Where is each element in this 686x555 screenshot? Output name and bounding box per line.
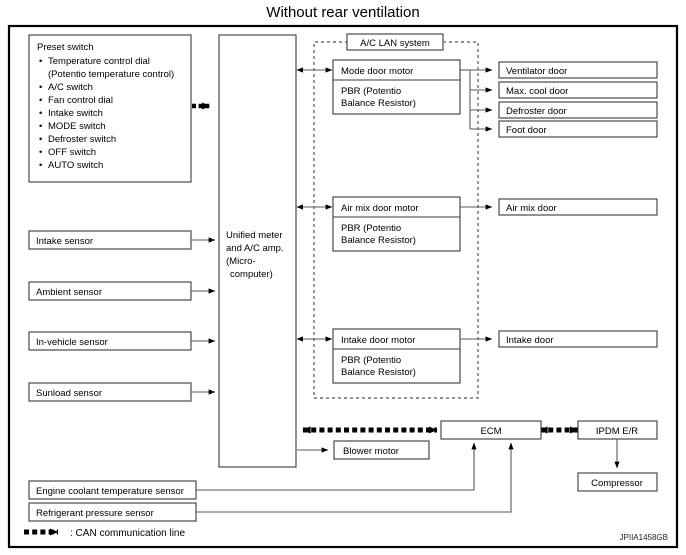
- unified-amp-line-3: (Micro-: [226, 256, 256, 267]
- ecm-box: [440, 420, 542, 440]
- preset-switch-item-8: AUTO switch: [48, 160, 103, 171]
- mode-door-motor-box: [332, 59, 461, 115]
- air-mix-door-motor-label: Air mix door motor: [341, 203, 419, 214]
- compressor-box: [577, 472, 658, 492]
- defroster-door-box: [498, 101, 658, 119]
- preset-switch-item-7: OFF switch: [48, 147, 96, 158]
- ventilator-door-box: [498, 61, 658, 79]
- preset-switch-item-3: Fan control dial: [48, 95, 113, 106]
- blower-motor-label: Blower motor: [343, 446, 399, 457]
- bullet-marker: •: [39, 108, 42, 119]
- defroster-door-label: Defroster door: [506, 106, 567, 117]
- figure-id: JPIIA1458GB: [620, 533, 668, 542]
- bullet-marker: •: [39, 160, 42, 171]
- ventilator-door-label: Ventilator door: [506, 66, 567, 77]
- bullet-marker: •: [39, 82, 42, 93]
- preset-switch-item-1: (Potentio temperature control): [48, 69, 174, 80]
- preset-switch-item-6: Defroster switch: [48, 134, 116, 145]
- ecm-label: ECM: [480, 426, 501, 437]
- compressor-label: Compressor: [591, 478, 643, 489]
- bullet-marker: •: [39, 121, 42, 132]
- bullet-marker: •: [39, 95, 42, 106]
- mode-door-motor-pbr-line-2: Balance Resistor): [341, 98, 416, 109]
- intake-door-label: Intake door: [506, 335, 554, 346]
- ac-lan-system-label: A/C LAN system: [360, 38, 430, 49]
- unified-amp-line-1: Unified meter: [226, 230, 283, 241]
- bullet-marker: •: [39, 147, 42, 158]
- in-vehicle-sensor-label: In-vehicle sensor: [36, 337, 108, 348]
- ipdm-er-label: IPDM E/R: [596, 426, 638, 437]
- preset-switch-box: [28, 34, 192, 183]
- intake-door-motor-pbr-line-2: Balance Resistor): [341, 367, 416, 378]
- preset-switch-item-0: Temperature control dial: [48, 56, 150, 67]
- max-cool-door-box: [498, 81, 658, 99]
- page-title: Without rear ventilation: [266, 4, 419, 21]
- ac-lan-system-label-box: [346, 33, 444, 51]
- diagram-border: [7, 24, 679, 549]
- intake-door-box: [498, 330, 658, 348]
- bullet-marker: •: [39, 134, 42, 145]
- bullet-marker: •: [39, 56, 42, 67]
- mode-door-motor-label: Mode door motor: [341, 66, 413, 77]
- preset-switch-item-4: Intake switch: [48, 108, 103, 119]
- link-engine-coolant-sensor-ecm: [196, 442, 477, 491]
- intake-sensor-label: Intake sensor: [36, 236, 93, 247]
- air-mix-door-box: [498, 198, 658, 216]
- max-cool-door-label: Max. cool door: [506, 86, 568, 97]
- intake-door-motor-label: Intake door motor: [341, 335, 415, 346]
- mode-door-motor-pbr-line-1: PBR (Potentio: [341, 86, 401, 97]
- air-mix-door-motor-pbr-line-1: PBR (Potentio: [341, 223, 401, 234]
- mode-door-output-bus: [460, 67, 493, 132]
- preset-switch-item-2: A/C switch: [48, 82, 93, 93]
- unified-meter-ac-amp-box: [218, 34, 297, 468]
- air-mix-door-motor-box: [332, 196, 461, 252]
- blower-motor-box: [333, 440, 430, 460]
- preset-switch-item-5: MODE switch: [48, 121, 106, 132]
- preset-switch-heading: Preset switch: [37, 42, 94, 53]
- intake-door-motor-box: [332, 328, 461, 384]
- foot-door-label: Foot door: [506, 125, 547, 136]
- engine-coolant-temperature-sensor-label: Engine coolant temperature sensor: [36, 486, 184, 497]
- unified-amp-line-2: and A/C amp.: [226, 243, 284, 254]
- refrigerant-pressure-sensor-label: Refrigerant pressure sensor: [36, 508, 154, 519]
- can-legend-label: : CAN communication line: [70, 528, 185, 539]
- intake-door-motor-pbr-line-1: PBR (Potentio: [341, 355, 401, 366]
- unified-amp-line-4: computer): [230, 269, 273, 280]
- air-mix-door-label: Air mix door: [506, 203, 557, 214]
- sunload-sensor-label: Sunload sensor: [36, 388, 102, 399]
- ambient-sensor-label: Ambient sensor: [36, 287, 102, 298]
- air-mix-door-motor-pbr-line-2: Balance Resistor): [341, 235, 416, 246]
- foot-door-box: [498, 120, 658, 138]
- link-refrigerant-pressure-sensor-ecm: [196, 442, 514, 513]
